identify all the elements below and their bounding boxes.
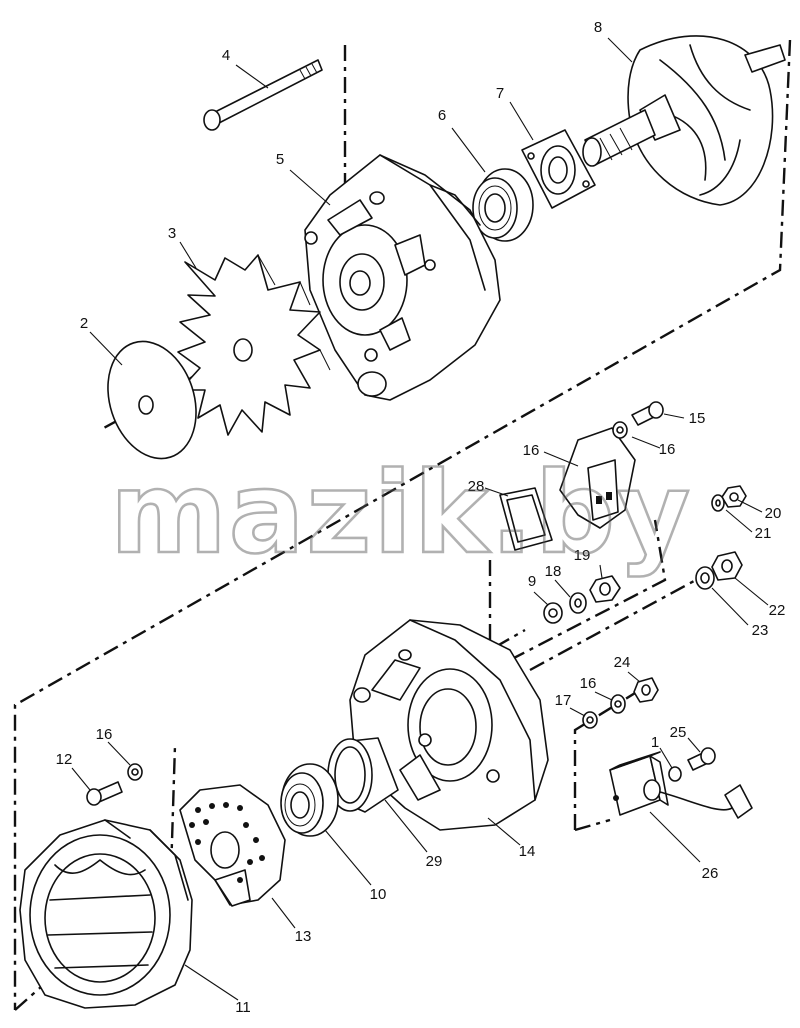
callout-26: 25: [670, 724, 687, 741]
callout-3: 3: [168, 225, 176, 242]
callout-18: 17: [555, 692, 572, 709]
callout-labels: 4 5 6 7 8 3 2 15 16 16 28 20 21 19 18 9 …: [56, 19, 786, 1016]
brush-holder-part-17: [559, 427, 636, 529]
fan-part-3: [177, 254, 331, 436]
nut-part-21: [721, 485, 747, 508]
callout-8: 8: [594, 19, 602, 36]
callout-24: 23: [752, 622, 769, 639]
drive-end-frame-part-5: [304, 154, 501, 401]
bearing-part-6: [472, 168, 534, 242]
callout-6: 6: [438, 107, 446, 124]
callout-16-top: 16: [659, 441, 676, 458]
callout-28: 28: [468, 478, 485, 495]
rectifier-part-13: [179, 784, 286, 907]
callout-29: 29: [426, 853, 443, 870]
screw-part-15: [631, 401, 664, 426]
callout-23: 22: [769, 602, 786, 619]
rotor-part-8: [582, 35, 786, 206]
washer-part-9: [543, 602, 563, 624]
leader-lines: [71, 37, 769, 1001]
washer-part-19: [569, 592, 587, 614]
callout-15: 15: [689, 410, 706, 427]
callout-16-middle: 16: [580, 675, 597, 692]
nut-part-20: [589, 575, 621, 603]
washer-part-24: [695, 566, 715, 590]
callout-27: 26: [702, 865, 719, 882]
slip-ring-end-frame-part-14: [349, 619, 549, 831]
callout-5: 5: [276, 151, 284, 168]
capacitor-part-27: [609, 751, 753, 819]
callout-21: 20: [765, 505, 782, 522]
bearing-part-10: [280, 763, 339, 837]
callout-11: 11: [235, 999, 251, 1016]
callout-12: 12: [56, 751, 73, 768]
nut-part-23: [711, 551, 743, 581]
washer-part-16-left: [127, 763, 143, 781]
callout-1: 1: [651, 734, 659, 751]
callout-9: 9: [528, 573, 536, 590]
screw-part-26: [687, 747, 716, 771]
callout-22: 21: [755, 525, 772, 542]
callout-17: 16: [523, 442, 540, 459]
rectifier-diodes: [189, 802, 265, 883]
nut-part-25: [633, 677, 659, 703]
callout-7: 7: [496, 85, 504, 102]
bearing-retainer-part-7: [521, 129, 596, 209]
through-bolt-part-4: [203, 59, 323, 131]
washer-part-18: [582, 711, 598, 729]
gasket-part-28: [499, 487, 553, 551]
washer-part-2: [107, 340, 197, 460]
callout-13: 13: [295, 928, 312, 945]
washer-part-22: [711, 494, 725, 512]
callout-10: 10: [370, 886, 387, 903]
callout-19: 18: [545, 563, 562, 580]
callout-14: 14: [519, 843, 536, 860]
stator-part-11: [19, 819, 193, 1009]
callout-16-left: 16: [96, 726, 113, 743]
watermark: mazik.by: [110, 449, 692, 579]
callout-2: 2: [80, 315, 88, 332]
screw-part-12: [86, 781, 123, 806]
callout-25: 24: [614, 654, 631, 671]
bearing-sleeve-part-29: [327, 737, 399, 813]
washer-part-16-middle: [610, 694, 626, 714]
washer-part-16-top: [612, 421, 628, 439]
callout-4: 4: [222, 47, 230, 64]
washer-part-1: [668, 766, 682, 782]
callout-20: 19: [574, 547, 591, 564]
